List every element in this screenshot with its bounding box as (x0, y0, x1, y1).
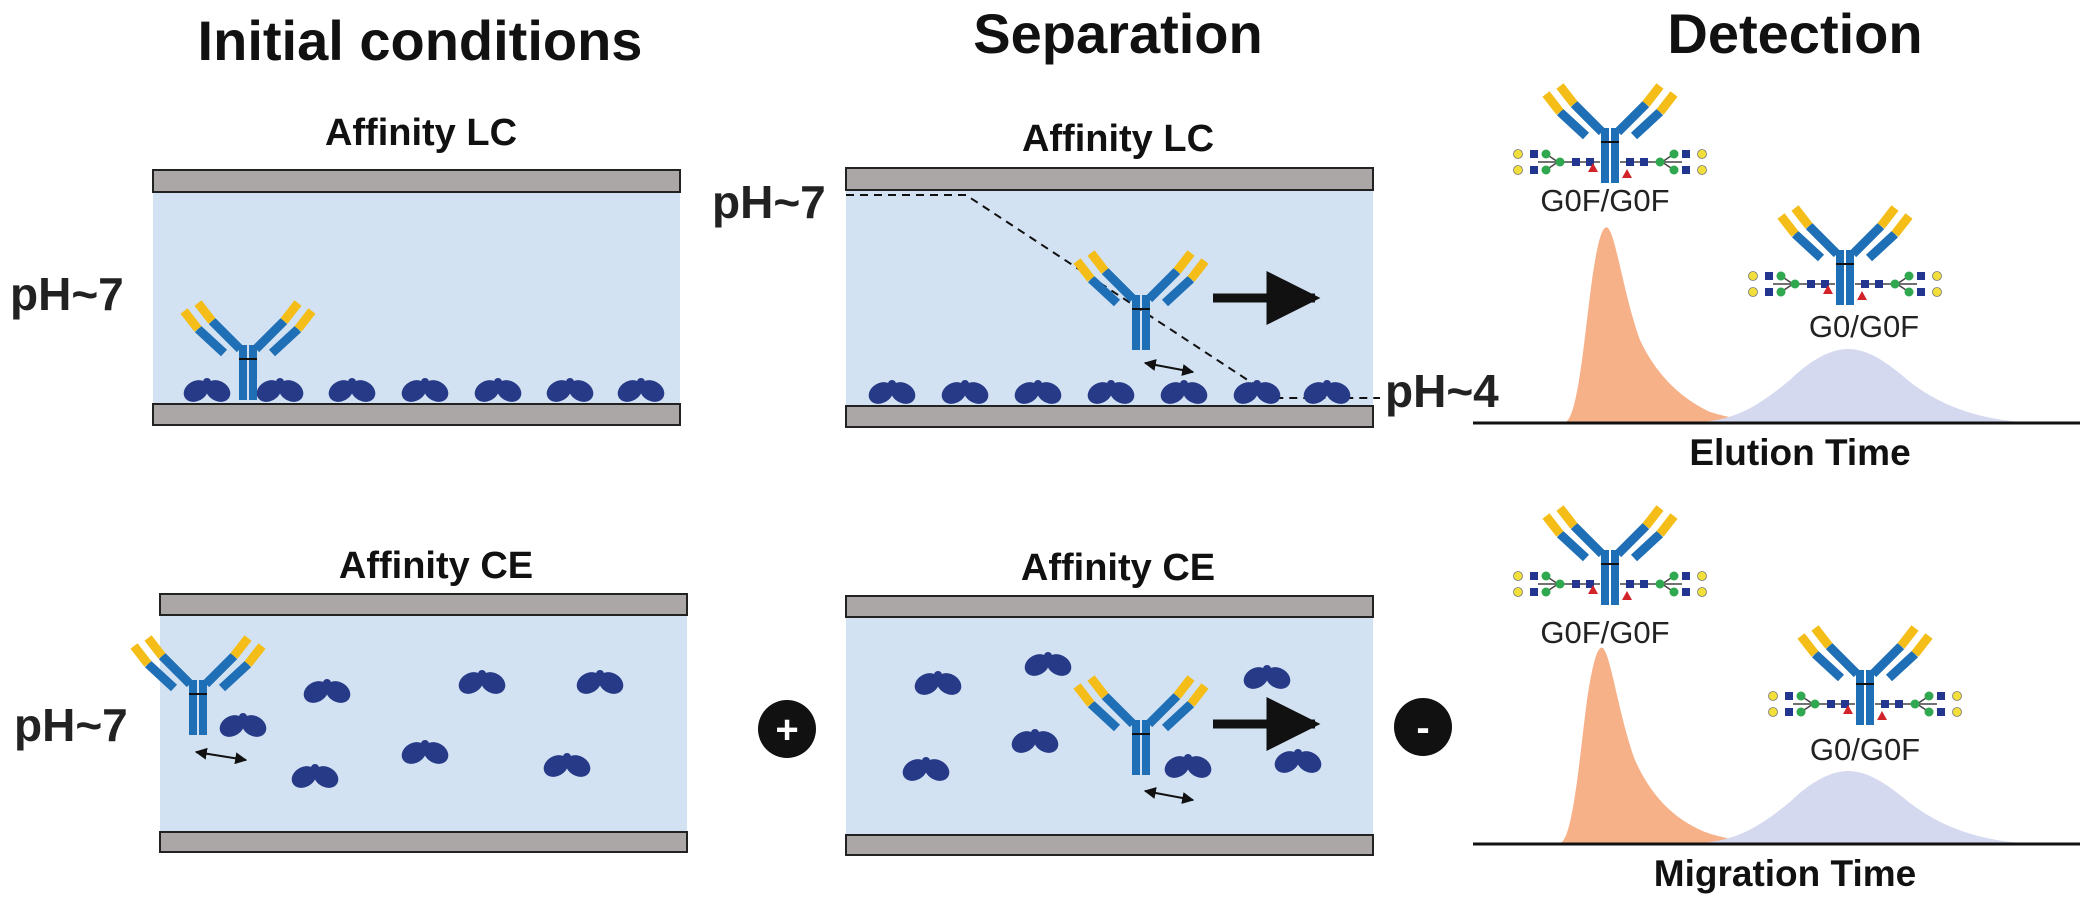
lc-initial-title: Affinity LC (325, 112, 517, 154)
peak-g0f-g0f (1565, 227, 1768, 422)
lc-detection-chromatogram: G0F/G0F G0/G0F Elution Time (1473, 86, 2080, 473)
negative-electrode-label: - (1416, 706, 1429, 750)
migration-time-label: Migration Time (1654, 853, 1916, 894)
peak-g0-g0f (1700, 770, 2020, 843)
channel-top-wall (845, 167, 1374, 191)
ph-gradient-line (846, 194, 1380, 399)
peak-label-g0-g0f: G0/G0F (1809, 309, 1919, 344)
peak-label-g0f-g0f: G0F/G0F (1540, 615, 1669, 650)
channel-top-wall (159, 593, 688, 616)
lc-separation-title: Affinity LC (1022, 118, 1214, 160)
ce-separation-title: Affinity CE (1021, 547, 1215, 589)
peak-label-g0f-g0f: G0F/G0F (1540, 183, 1669, 218)
lc-separation-panel: Affinity LC pH~7 pH~4 (712, 118, 1499, 428)
positive-electrode-icon (758, 700, 816, 758)
channel-bottom-wall (845, 834, 1374, 856)
channel (153, 192, 680, 404)
ph-gradient-end-label: pH~4 (1385, 365, 1499, 417)
peak-label-g0-g0f: G0/G0F (1810, 732, 1920, 767)
ce-initial-title: Affinity CE (339, 545, 533, 587)
antibody-glycan-g0-g0f-icon (1769, 628, 1962, 725)
elution-time-label: Elution Time (1689, 432, 1910, 473)
header-detection: Detection (1667, 2, 1922, 65)
channel-bottom-wall (159, 831, 688, 853)
positive-electrode-label: + (775, 708, 798, 752)
channel-bottom-wall (152, 403, 681, 426)
binding-equilibrium-arrow (1143, 787, 1195, 804)
channel-top-wall (152, 169, 681, 193)
antibody-glycan-g0-g0f-icon (1749, 208, 1942, 305)
peak-g0f-g0f (1560, 647, 1765, 843)
ce-detection-electropherogram: G0F/G0F G0/G0F Migration Time (1473, 508, 2080, 894)
ph-gradient-start-label: pH~7 (712, 176, 826, 228)
header-initial-conditions: Initial conditions (198, 9, 643, 72)
binding-equilibrium-arrow (194, 747, 248, 765)
ph-label: pH~7 (10, 268, 124, 320)
ce-initial-panel: Affinity CE pH~7 (14, 545, 688, 853)
peak-g0-g0f (1700, 348, 2020, 422)
channel-top-wall (845, 595, 1374, 618)
ph-label: pH~7 (14, 699, 128, 751)
ce-separation-panel: Affinity CE + - (758, 547, 1452, 856)
lc-initial-panel: Affinity LC pH~7 (10, 112, 681, 426)
antibody-glycan-g0f-g0f-icon (1514, 86, 1707, 183)
antibody-glycan-g0f-g0f-icon (1514, 508, 1707, 605)
negative-electrode-icon (1394, 698, 1452, 756)
header-separation: Separation (973, 2, 1262, 65)
channel-bottom-wall (845, 405, 1374, 428)
binding-equilibrium-arrow (1143, 359, 1195, 376)
